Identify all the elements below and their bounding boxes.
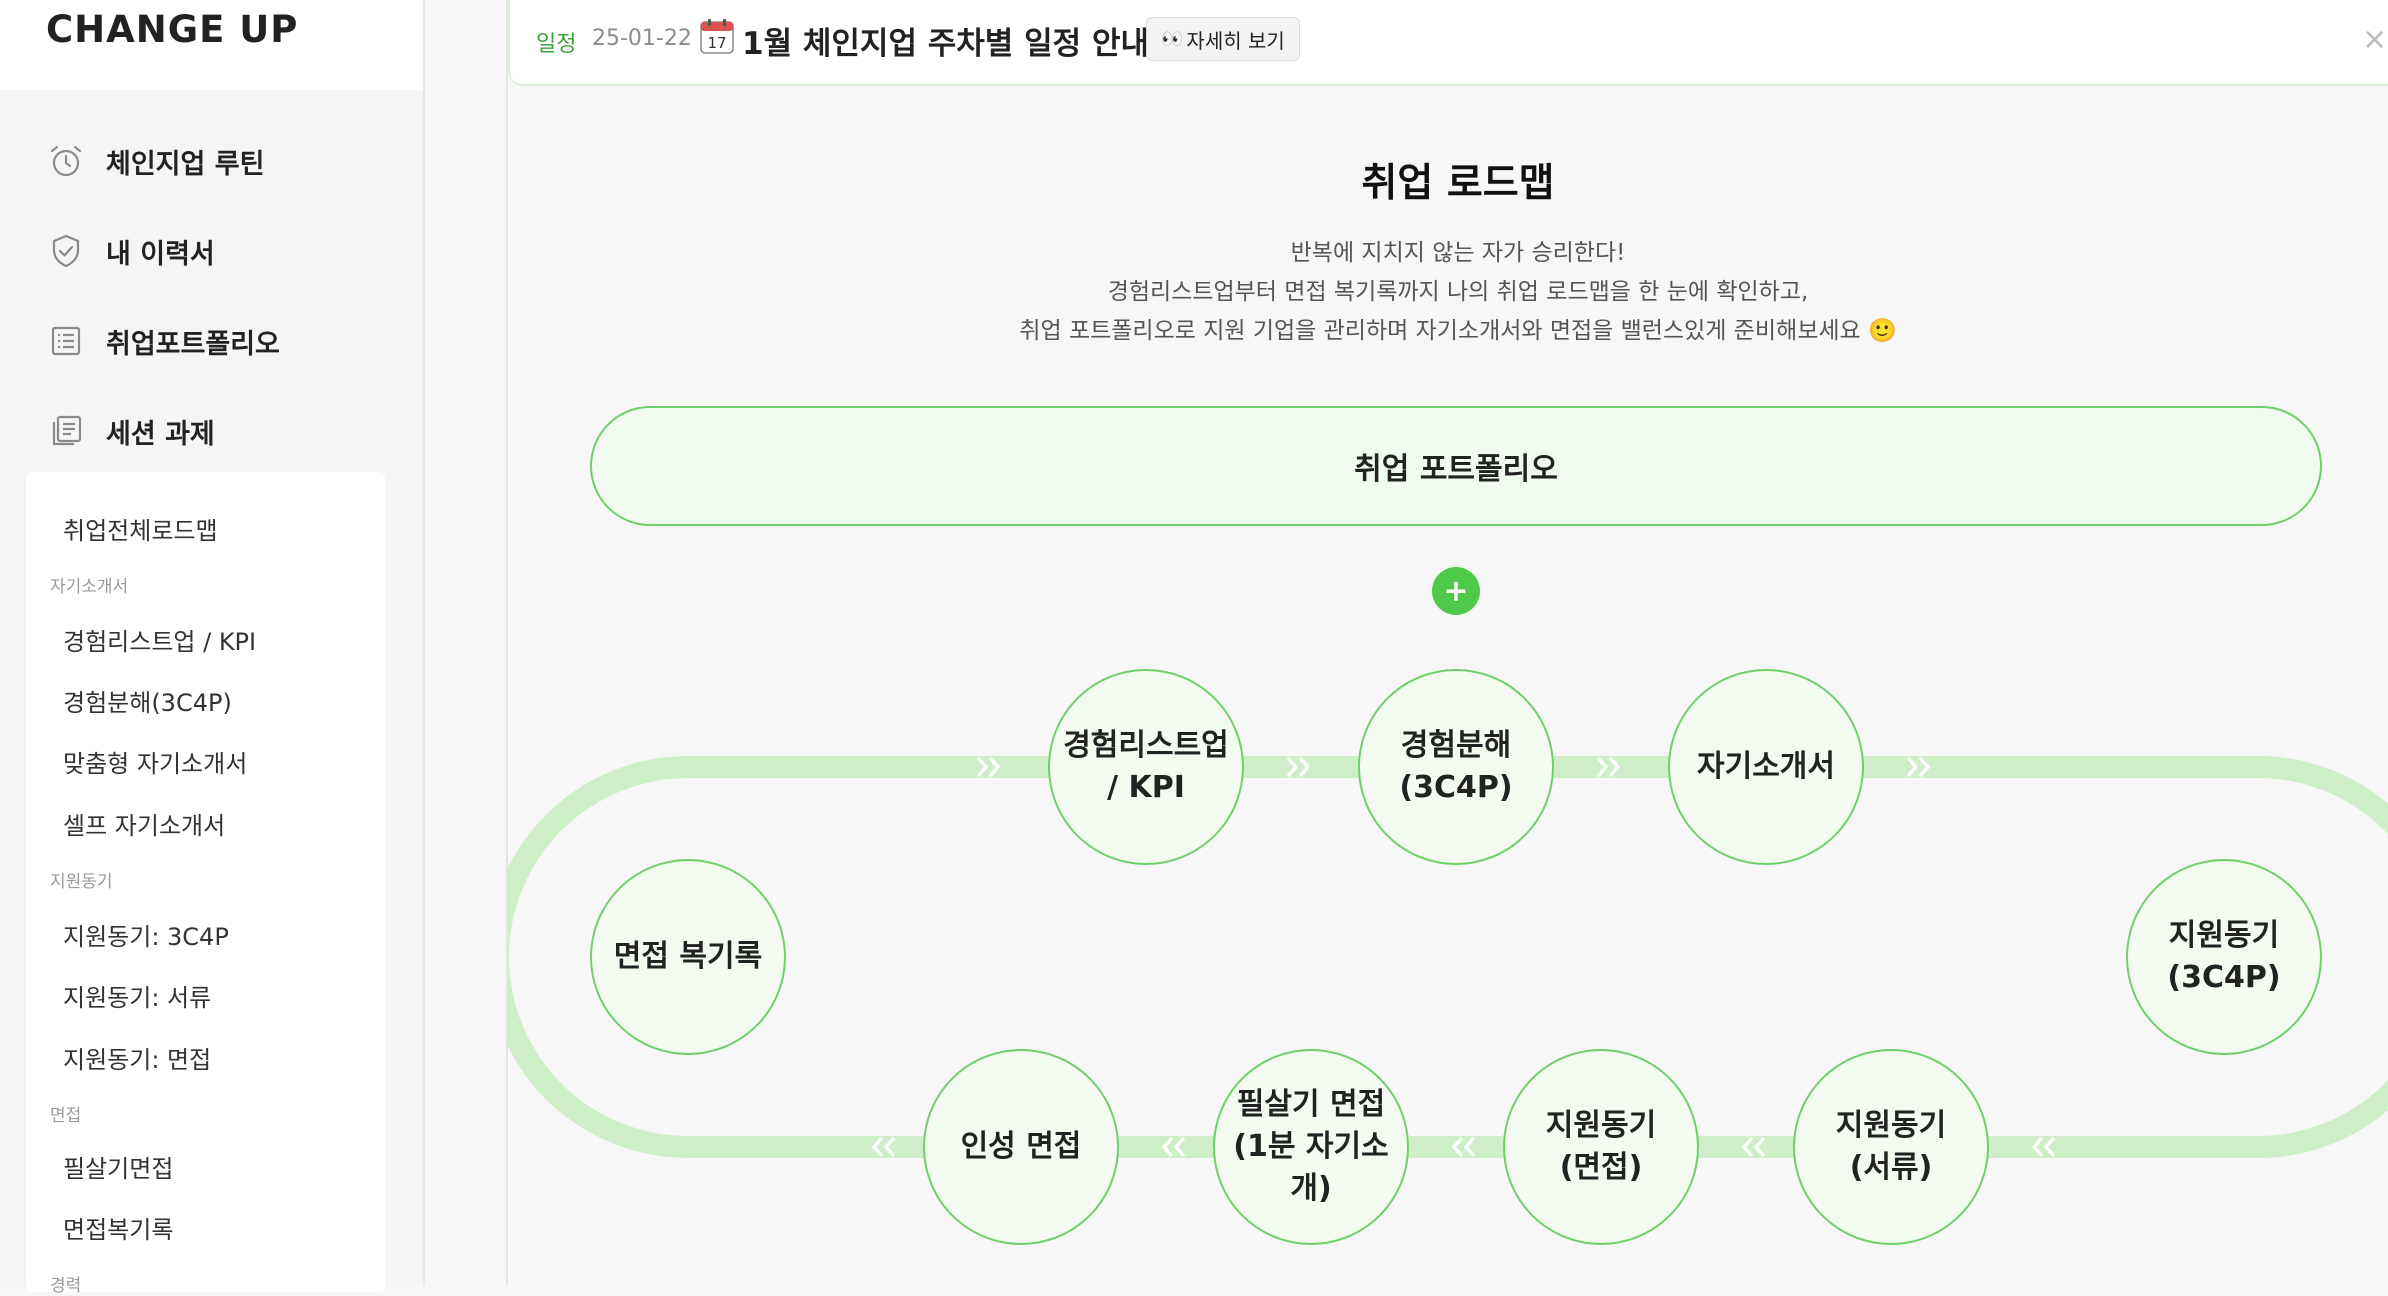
shield-check-icon — [46, 231, 86, 271]
node-motivation-interview[interactable]: 지원동기 (면접) — [1503, 1049, 1699, 1245]
node-experience-listup[interactable]: 경험리스트업 / KPI — [1048, 669, 1244, 865]
node-experience-decompose[interactable]: 경험분해 (3C4P) — [1358, 669, 1554, 865]
copy-document-icon — [46, 411, 86, 451]
node-label: (3C4P) — [2167, 960, 2281, 995]
submenu-item[interactable]: 지원동기: 면접 — [63, 1046, 212, 1074]
submenu-category: 지원동기 — [50, 872, 113, 892]
node-label: (3C4P) — [1399, 770, 1513, 805]
roadmap-description-line: 반복에 지치지 않는 자가 승리한다! — [1290, 240, 1626, 266]
nav-label: 취업포트폴리오 — [106, 328, 280, 360]
roadmap-track — [508, 756, 2388, 1158]
node-label: (1분 자기소개) — [1233, 1129, 1389, 1206]
node-label: (서류) — [1849, 1150, 1933, 1185]
logo-area: CHANGE UP — [0, 0, 423, 90]
node-label: (면접) — [1559, 1150, 1643, 1185]
submenu-item[interactable]: 경험리스트업 / KPI — [63, 628, 257, 656]
roadmap-title: 취업 로드맵 — [1361, 161, 1555, 206]
node-motivation-3c4p[interactable]: 지원동기 (3C4P) — [2126, 859, 2322, 1055]
alarm-clock-icon — [46, 141, 86, 181]
node-self-introduction[interactable]: 자기소개서 — [1668, 669, 1864, 865]
nav-item-session-tasks[interactable]: 세션 과제 — [46, 401, 215, 461]
node-interview-review[interactable]: 면접 복기록 — [590, 859, 786, 1055]
banner-date: 25-01-22 — [592, 26, 692, 51]
session-submenu: 취업전체로드맵 자기소개서 경험리스트업 / KPI 경험분해(3C4P) 맞춤… — [26, 472, 385, 1296]
submenu-item[interactable]: 셀프 자기소개서 — [63, 812, 226, 840]
roadmap-description-line: 취업 포트폴리오로 지원 기업을 관리하며 자기소개서와 면접을 밸런스있게 준… — [1019, 318, 1897, 344]
schedule-banner: 일정 25-01-22 17 1월 체인지업 주차별 일정 안내 👀 자세히 보… — [508, 0, 2388, 86]
banner-title: 1월 체인지업 주차별 일정 안내 — [742, 26, 1149, 62]
node-label: 경험분해 — [1400, 728, 1512, 763]
submenu-item[interactable]: 지원동기: 서류 — [63, 984, 212, 1012]
view-details-button[interactable]: 👀 자세히 보기 — [1146, 17, 1300, 61]
nav-label: 내 이력서 — [106, 238, 215, 270]
node-label: 지원동기 — [2168, 918, 2280, 953]
node-personality-interview[interactable]: 인성 면접 — [923, 1049, 1119, 1245]
list-document-icon — [46, 321, 86, 361]
close-icon[interactable]: × — [2362, 22, 2388, 57]
submenu-item[interactable]: 경험분해(3C4P) — [63, 689, 232, 717]
node-label: 인성 면접 — [960, 1129, 1082, 1164]
submenu-item[interactable]: 지원동기: 3C4P — [63, 923, 229, 951]
node-label: / KPI — [1107, 770, 1185, 805]
calendar-day: 17 — [707, 34, 726, 52]
submenu-category: 자기소개서 — [50, 577, 129, 597]
submenu-item[interactable]: 필살기면접 — [63, 1155, 174, 1183]
main-content: 일정 25-01-22 17 1월 체인지업 주차별 일정 안내 👀 자세히 보… — [506, 0, 2388, 1286]
nav-item-resume[interactable]: 내 이력서 — [46, 221, 215, 281]
nav-label: 체인지업 루틴 — [106, 148, 265, 180]
banner-tag: 일정 — [536, 32, 577, 57]
nav-item-routine[interactable]: 체인지업 루틴 — [46, 131, 264, 191]
node-label: 자기소개서 — [1697, 749, 1835, 784]
node-label: 지원동기 — [1835, 1108, 1947, 1143]
brand-logo[interactable]: CHANGE UP — [46, 8, 299, 51]
arrow-markers — [872, 757, 2055, 1157]
plus-icon[interactable]: + — [1432, 567, 1480, 615]
roadmap-description-line: 경험리스트업부터 면접 복기록까지 나의 취업 로드맵을 한 눈에 확인하고, — [1107, 279, 1809, 305]
submenu-item[interactable]: 면접복기록 — [63, 1216, 174, 1244]
submenu-category: 면접 — [50, 1106, 82, 1126]
calendar-icon: 17 — [700, 18, 734, 54]
eyes-icon: 👀 — [1161, 28, 1183, 50]
nav-item-portfolio[interactable]: 취업포트폴리오 — [46, 311, 280, 371]
submenu-category: 경력 — [50, 1276, 82, 1296]
job-portfolio-pill[interactable]: 취업 포트폴리오 — [590, 406, 2322, 526]
sidebar: CHANGE UP 체인지업 루틴 내 이력서 취업포트폴리오 — [0, 0, 425, 1296]
node-killer-interview[interactable]: 필살기 면접 (1분 자기소개) — [1213, 1049, 1409, 1245]
node-label: 지원동기 — [1545, 1108, 1657, 1143]
node-motivation-document[interactable]: 지원동기 (서류) — [1793, 1049, 1989, 1245]
nav-label: 세션 과제 — [106, 418, 215, 450]
node-label: 필살기 면접 — [1236, 1087, 1386, 1122]
node-label: 경험리스트업 — [1063, 728, 1229, 763]
view-details-label: 자세히 보기 — [1186, 28, 1285, 53]
node-label: 면접 복기록 — [613, 939, 763, 974]
submenu-item[interactable]: 맞춤형 자기소개서 — [63, 750, 248, 778]
submenu-item-overview[interactable]: 취업전체로드맵 — [63, 517, 218, 545]
